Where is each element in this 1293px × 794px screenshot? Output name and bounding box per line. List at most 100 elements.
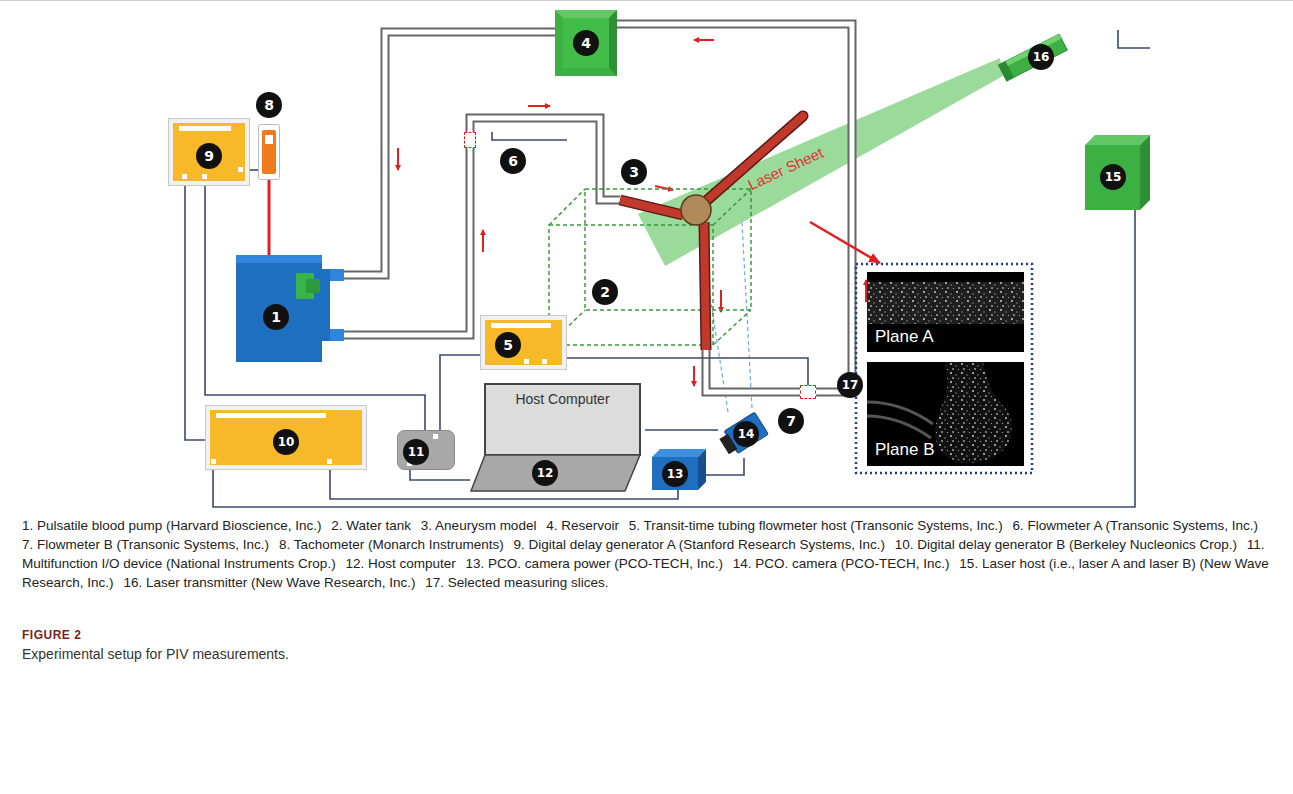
flowmeter-host-part bbox=[481, 316, 567, 370]
callout-number: 8 bbox=[256, 92, 282, 118]
legend-item: 6. Flowmeter A (Transonic Systems, Inc.) bbox=[1013, 518, 1259, 533]
signal-wire bbox=[567, 358, 808, 385]
tube bbox=[470, 118, 620, 200]
legend-item: 4. Reservoir bbox=[546, 518, 619, 533]
delay-generator-part bbox=[169, 119, 250, 186]
io-device-part bbox=[398, 431, 455, 470]
tube-bore bbox=[470, 118, 620, 200]
delay-generator-part bbox=[182, 174, 187, 179]
signal-wire bbox=[706, 458, 744, 475]
callout-number: 3 bbox=[621, 159, 647, 185]
signal-wire bbox=[645, 429, 718, 431]
legend-item: 7. Flowmeter B (Transonic Systems, Inc.) bbox=[22, 537, 269, 552]
flow-arrow bbox=[865, 280, 867, 302]
tube-bore bbox=[706, 350, 800, 392]
laser-transmitter-part bbox=[999, 34, 1068, 81]
callout-number: 14 bbox=[733, 421, 759, 447]
callout-number: 11 bbox=[403, 439, 429, 465]
piv-image: Plane A bbox=[867, 272, 1024, 352]
aneurysm-model-part bbox=[620, 200, 683, 215]
callout-number: 1 bbox=[263, 304, 289, 330]
signal-wire bbox=[185, 186, 205, 440]
tachometer-line bbox=[269, 180, 270, 255]
camera-power-part bbox=[652, 449, 706, 457]
tube-bore bbox=[617, 24, 852, 392]
tachometer-part bbox=[262, 130, 276, 174]
tachometer-part bbox=[259, 125, 280, 180]
io-device: 11 bbox=[397, 430, 455, 470]
flow-arrow bbox=[810, 222, 880, 263]
plane-label: Plane A bbox=[875, 327, 934, 347]
callout-number: 5 bbox=[495, 332, 521, 358]
flow-arrow bbox=[397, 148, 399, 170]
flowmeter-host-shape bbox=[480, 315, 567, 370]
tube bbox=[344, 32, 555, 275]
tube-bore bbox=[344, 32, 555, 275]
legend-item: 12. Host computer bbox=[345, 556, 455, 571]
tachometer-line bbox=[268, 180, 271, 255]
flowmeter-host-part bbox=[524, 359, 529, 364]
callout-number: 16 bbox=[1028, 44, 1054, 70]
flowmeter: 6 bbox=[464, 132, 476, 148]
aneurysm-model-part bbox=[620, 200, 683, 215]
camera: 14 bbox=[718, 405, 770, 458]
tachometer-shape bbox=[258, 124, 280, 180]
legend-item: 17. Selected measuring slices. bbox=[425, 575, 608, 590]
signal-wire bbox=[205, 186, 425, 430]
flow-arrow bbox=[694, 39, 714, 41]
water-tank-part bbox=[549, 225, 713, 345]
water-tank-part bbox=[713, 310, 751, 345]
piv-image-part bbox=[935, 362, 1012, 463]
callout-number: 2 bbox=[592, 279, 618, 305]
tube-wall bbox=[706, 350, 800, 392]
callout-number: 10 bbox=[273, 429, 299, 455]
tube-wall bbox=[344, 148, 470, 335]
camera-power-part bbox=[698, 449, 706, 490]
signal-wire bbox=[492, 132, 567, 140]
legend-item: 9. Digital delay generator A (Stanford R… bbox=[514, 537, 885, 552]
flow-arrow bbox=[528, 105, 550, 107]
legend-item: 2. Water tank bbox=[331, 518, 411, 533]
piv-image-part bbox=[867, 282, 1024, 324]
piv-image-part bbox=[867, 362, 1024, 466]
flowmeter-host-part bbox=[491, 323, 551, 328]
slice-panel: 17Plane APlane B bbox=[855, 263, 1033, 474]
blood-pump-part bbox=[320, 269, 330, 341]
delay-generator-part bbox=[202, 174, 207, 179]
legend-text-block: 1. Pulsatile blood pump (Harvard Bioscie… bbox=[22, 516, 1272, 592]
delay-generator: 9 bbox=[168, 118, 250, 186]
legend-item: 3. Aneurysm model bbox=[421, 518, 537, 533]
reservoir: 4 bbox=[555, 10, 617, 76]
signal-wire bbox=[645, 430, 718, 431]
host-computer-part bbox=[471, 455, 640, 491]
aneurysm-model-part bbox=[620, 116, 803, 350]
callout-number: 9 bbox=[196, 143, 222, 169]
callout-number: 13 bbox=[662, 461, 688, 487]
delay-generator: 10 bbox=[205, 405, 367, 470]
aneurysm-model-shape bbox=[620, 100, 810, 350]
laser-transmitter-part bbox=[999, 61, 1014, 81]
delay-generator-part bbox=[173, 123, 245, 181]
flow-arrow bbox=[482, 230, 484, 252]
signal-wire bbox=[410, 470, 470, 480]
tube bbox=[706, 350, 800, 392]
delay-generator-part bbox=[206, 406, 367, 470]
signal-wire bbox=[440, 355, 480, 430]
flowmeter-host: 5 bbox=[480, 315, 567, 370]
blood-pump-part bbox=[236, 255, 322, 263]
reservoir-part bbox=[555, 10, 617, 18]
flow-arrow bbox=[693, 366, 695, 386]
signal-wire bbox=[205, 186, 425, 430]
aneurysm-model: 3 bbox=[620, 100, 810, 350]
tube-wall bbox=[470, 118, 620, 200]
tube bbox=[344, 148, 470, 335]
signal-wire bbox=[706, 458, 744, 475]
legend-item: 8. Tachometer (Monarch Instruments) bbox=[279, 537, 504, 552]
laser-host: 15 bbox=[1085, 135, 1150, 210]
piv-image: Plane B bbox=[867, 362, 1024, 466]
tube-bore bbox=[344, 148, 470, 335]
callout-number: 4 bbox=[573, 30, 599, 56]
plane-label: Plane B bbox=[875, 440, 935, 460]
io-device-part bbox=[433, 434, 438, 439]
